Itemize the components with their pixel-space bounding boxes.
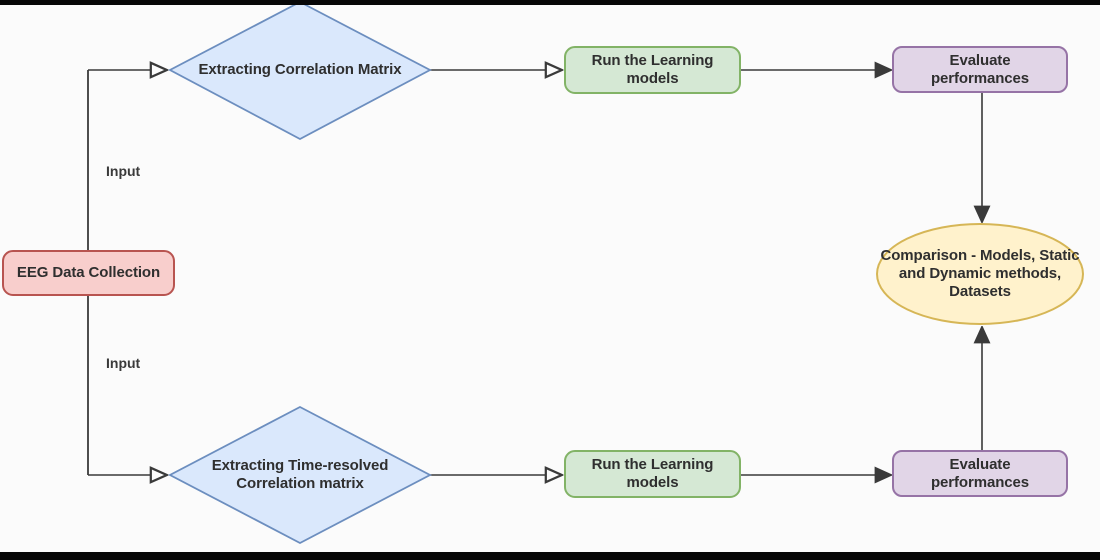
eeg-node-label: EEG Data Collection	[16, 264, 161, 281]
run-top-node-label: Run the Learning models	[591, 52, 714, 87]
input-label-bottom: Input	[106, 355, 141, 371]
diamond-bottom-node-label: Extracting Time-resolved Correlation mat…	[211, 457, 389, 492]
diamond-bottom-node-shape	[168, 405, 432, 545]
eval-top-node-shape	[892, 46, 1068, 93]
letterbox-bar-bottom	[0, 552, 1100, 560]
eval-top-node-label: Evaluate performances	[930, 51, 1029, 87]
eval-bottom-node-label: Evaluate performances	[930, 455, 1029, 491]
letterbox-bar-top	[0, 0, 1100, 5]
diamond-top-node-label: Extracting Correlation Matrix	[198, 61, 402, 78]
input-label-top: Input	[106, 163, 141, 179]
run-top-node-shape	[564, 46, 741, 94]
run-bottom-node-shape	[564, 450, 741, 498]
diamond-top-node-shape	[168, 0, 432, 141]
comparison-node-shape	[876, 223, 1084, 325]
eeg-node-shape	[2, 250, 175, 296]
comparison-node-label: Comparison - Models, Static and Dynamic …	[880, 247, 1080, 300]
eval-bottom-node-shape	[892, 450, 1068, 497]
run-bottom-node-label: Run the Learning models	[591, 456, 714, 491]
